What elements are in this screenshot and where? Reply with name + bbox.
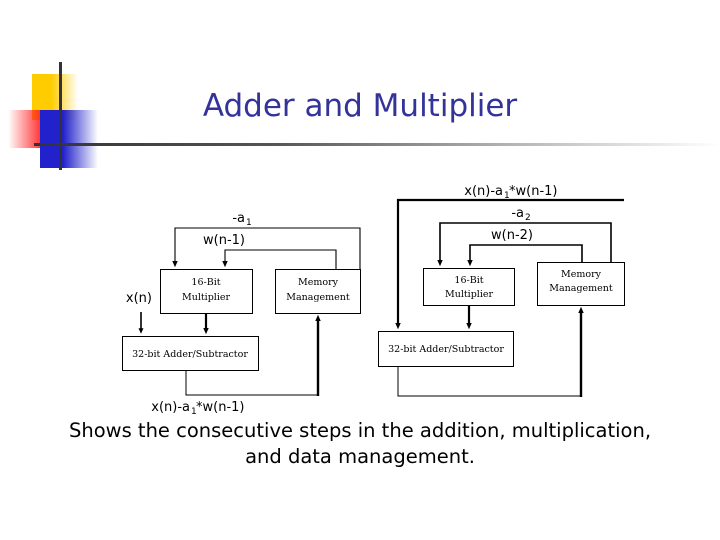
right-input-label-tail: *w(n-1) bbox=[509, 184, 557, 199]
right-adder-label: 32-bit Adder/Subtractor bbox=[388, 344, 504, 355]
left-multiplier-box bbox=[160, 269, 253, 314]
right-coefficient-label: -a bbox=[511, 206, 524, 221]
left-state-path bbox=[222, 249, 337, 270]
left-memory-label-1: Memory bbox=[298, 277, 339, 288]
right-state-path bbox=[467, 244, 583, 267]
right-stage-group: 16-Bit Multiplier Memory Management 32-b… bbox=[378, 184, 625, 397]
left-coefficient-label: -a bbox=[232, 211, 245, 226]
right-multiplier-label-1: 16-Bit bbox=[454, 275, 483, 286]
right-state-label: w(n-2) bbox=[491, 228, 533, 243]
right-multiplier-label-2: Multiplier bbox=[445, 289, 494, 300]
right-memory-label-1: Memory bbox=[561, 269, 602, 280]
left-state-label: w(n-1) bbox=[203, 233, 245, 248]
page-title: Adder and Multiplier bbox=[202, 88, 518, 124]
left-multiplier-label-1: 16-Bit bbox=[191, 277, 220, 288]
left-coefficient-path bbox=[172, 227, 361, 270]
left-output-label-subscript: 1 bbox=[191, 407, 197, 417]
right-input-label-subscript: 1 bbox=[504, 191, 510, 201]
left-adder-label: 32-bit Adder/Subtractor bbox=[132, 349, 248, 360]
left-memory-label-2: Management bbox=[286, 292, 350, 303]
right-coefficient-path bbox=[437, 222, 612, 267]
right-coefficient-subscript: 2 bbox=[525, 213, 531, 223]
right-input-path bbox=[395, 198, 624, 330]
left-coefficient-subscript: 1 bbox=[246, 218, 252, 228]
left-multiplier-label-2: Multiplier bbox=[182, 292, 231, 303]
left-output-label-main: x(n)-a bbox=[151, 400, 190, 415]
left-output-label-tail: *w(n-1) bbox=[196, 400, 244, 415]
slide-caption: Shows the consecutive steps in the addit… bbox=[68, 419, 652, 468]
right-input-label-main: x(n)-a bbox=[464, 184, 503, 199]
left-input-label: x(n) bbox=[126, 291, 152, 306]
right-adder-box bbox=[378, 331, 514, 367]
right-memory-label-2: Management bbox=[549, 283, 613, 294]
left-stage-group: 16-Bit Multiplier Memory Management 32-b… bbox=[122, 211, 361, 417]
title-divider-rule bbox=[34, 143, 720, 146]
left-adder-box bbox=[122, 336, 259, 371]
left-memory-box bbox=[275, 269, 361, 314]
right-memory-box bbox=[537, 262, 625, 306]
